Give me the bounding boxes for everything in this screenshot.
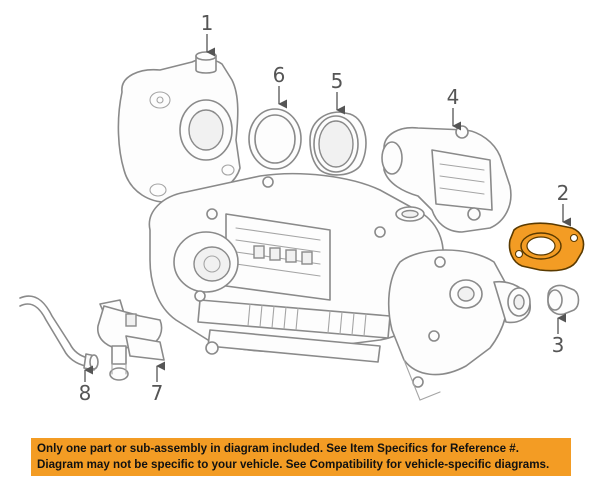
callout-7: 7 [151, 381, 164, 405]
egr-cooler-assembly [117, 51, 531, 401]
part-5-sleeve-ring [309, 111, 367, 176]
part-6-seal-ring [248, 108, 302, 170]
leader-lines [84, 34, 572, 382]
callout-numbers: 1 2 3 4 5 6 7 8 [79, 11, 570, 405]
disclaimer-banner: Only one part or sub-assembly in diagram… [31, 438, 571, 476]
callout-6: 6 [273, 63, 286, 87]
callout-4: 4 [447, 85, 460, 109]
parts-diagram: 1 2 3 4 5 6 7 8 [19, 11, 585, 405]
callout-3: 3 [552, 333, 565, 357]
part-2-gasket-highlighted [508, 222, 585, 272]
part-8-hose [19, 295, 99, 371]
callout-5: 5 [331, 69, 344, 93]
disclaimer-line-1: Only one part or sub-assembly in diagram… [37, 442, 519, 455]
disclaimer-line-2: Diagram may not be specific to your vehi… [37, 458, 550, 471]
part-3-plug [547, 284, 580, 316]
part-4-egr-valve [381, 125, 512, 233]
part-7-sensor [97, 299, 165, 381]
callout-8: 8 [79, 381, 92, 405]
callout-2: 2 [557, 181, 570, 205]
callout-1: 1 [201, 11, 214, 35]
